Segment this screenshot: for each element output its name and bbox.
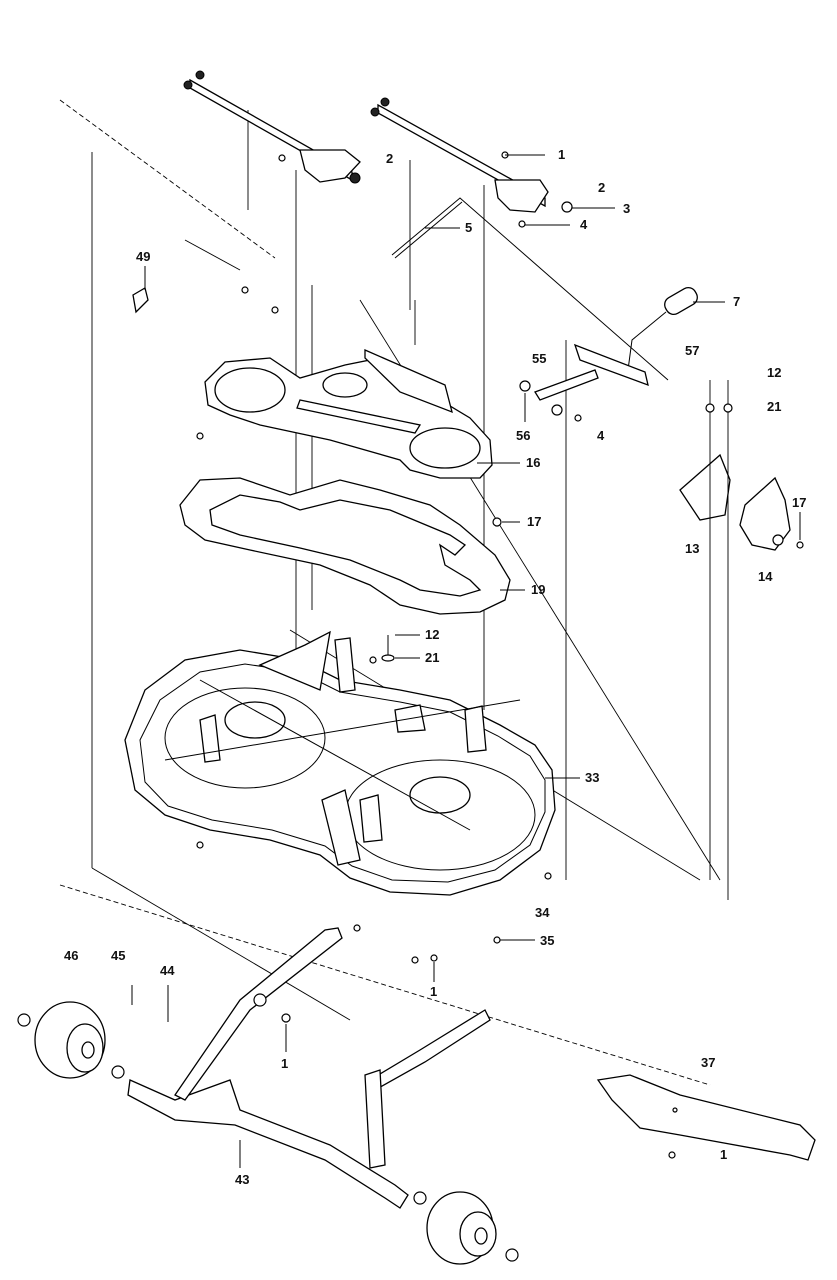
label-part-4-mid: 4 bbox=[597, 428, 605, 443]
label-part-1: 1 bbox=[558, 147, 565, 162]
label-part-17-mid: 17 bbox=[527, 514, 541, 529]
label-part-44: 44 bbox=[160, 963, 175, 978]
label-part-14: 14 bbox=[758, 569, 773, 584]
label-part-1-deck: 1 bbox=[430, 984, 437, 999]
label-part-43: 43 bbox=[235, 1172, 249, 1187]
mower-blade bbox=[596, 1074, 816, 1161]
label-part-5: 5 bbox=[465, 220, 472, 235]
label-part-12-mid: 12 bbox=[425, 627, 439, 642]
label-part-17-right: 17 bbox=[792, 495, 806, 510]
label-part-2-left: 2 bbox=[386, 151, 393, 166]
label-part-3: 3 bbox=[623, 201, 630, 216]
label-part-21-right: 21 bbox=[767, 399, 781, 414]
label-part-1-axle: 1 bbox=[281, 1056, 288, 1071]
label-part-49: 49 bbox=[136, 249, 150, 264]
belt-guard bbox=[179, 477, 511, 615]
label-part-56: 56 bbox=[516, 428, 530, 443]
belt-cover bbox=[204, 349, 493, 479]
label-part-45: 45 bbox=[111, 948, 125, 963]
label-part-55: 55 bbox=[532, 351, 546, 366]
label-part-1-blade: 1 bbox=[720, 1147, 727, 1162]
label-part-21-mid: 21 bbox=[425, 650, 439, 665]
label-part-7: 7 bbox=[733, 294, 740, 309]
label-part-35: 35 bbox=[540, 933, 554, 948]
pivot-axle bbox=[519, 369, 599, 422]
support-rod bbox=[391, 197, 669, 381]
leader-lines bbox=[144, 154, 801, 1168]
front-axle-frame bbox=[127, 927, 491, 1209]
height-adjust-linkage-left bbox=[183, 70, 361, 184]
front-wheel-right bbox=[413, 1191, 519, 1265]
label-part-46: 46 bbox=[64, 948, 78, 963]
label-part-2-right: 2 bbox=[598, 180, 605, 195]
front-wheel-left bbox=[17, 1001, 125, 1079]
height-adjust-linkage-right bbox=[370, 97, 573, 228]
label-part-13: 13 bbox=[685, 541, 699, 556]
label-part-34: 34 bbox=[535, 905, 550, 920]
mower-deck bbox=[124, 630, 556, 896]
height-adjust-lever bbox=[573, 286, 698, 387]
label-part-33: 33 bbox=[585, 770, 599, 785]
label-part-19: 19 bbox=[531, 582, 545, 597]
label-part-57: 57 bbox=[685, 343, 699, 358]
pin-and-washer bbox=[381, 635, 395, 662]
label-part-12-right: 12 bbox=[767, 365, 781, 380]
label-part-37: 37 bbox=[701, 1055, 715, 1070]
side-bracket-assembly bbox=[679, 380, 804, 900]
label-part-4-top: 4 bbox=[580, 217, 588, 232]
label-part-16: 16 bbox=[526, 455, 540, 470]
part-number-labels: 1 2 2 3 4 4 5 7 12 12 13 14 16 17 17 19 … bbox=[64, 147, 806, 1187]
